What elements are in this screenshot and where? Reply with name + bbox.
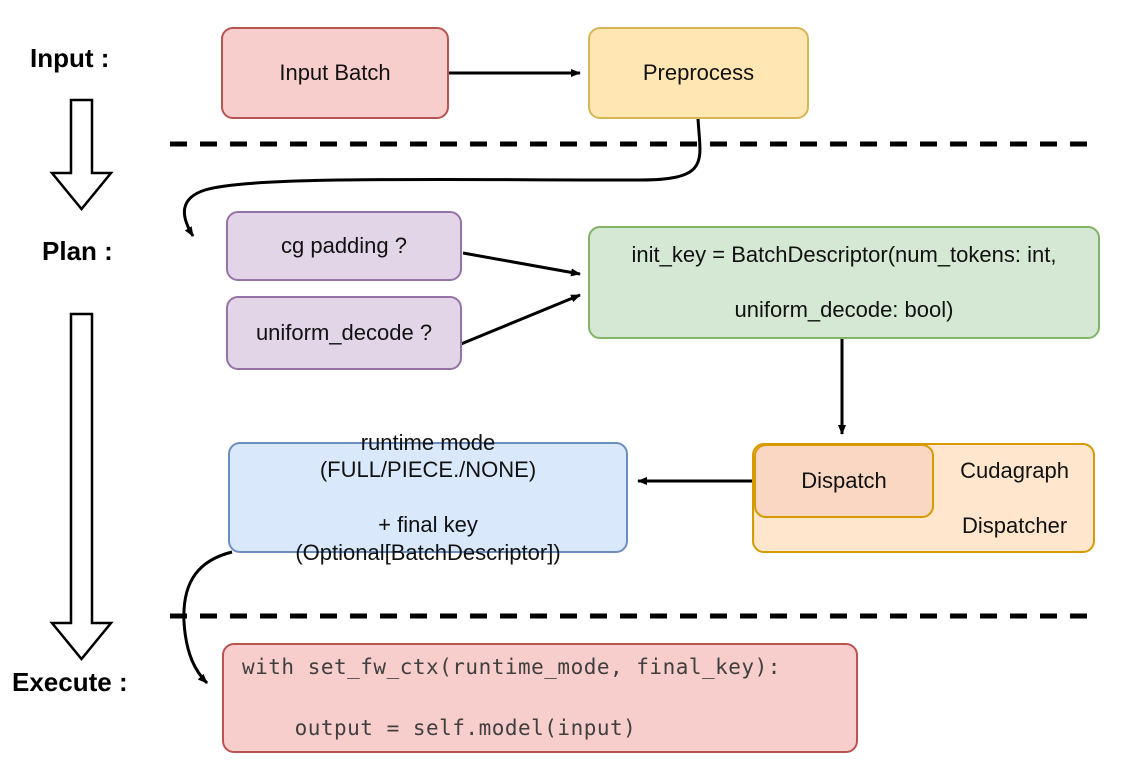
node-cudagraph-dispatcher-line1: Cudagraph: [960, 457, 1069, 483]
node-dispatch-label: Dispatch: [801, 468, 887, 494]
stage-label-plan: Plan :: [42, 236, 113, 266]
stage-label-input: Input :: [30, 43, 110, 73]
node-uniform-decode-label: uniform_decode ?: [255, 320, 433, 346]
node-init-key-line1: init_key = BatchDescriptor(num_tokens: i…: [631, 242, 1057, 268]
node-init-key-line2: uniform_decode: bool): [734, 297, 954, 323]
arrow-cg-padding-to-init-key: [462, 251, 581, 277]
node-cg-padding[interactable]: cg padding ?: [226, 211, 462, 281]
node-input-batch[interactable]: Input Batch: [221, 27, 449, 119]
node-dispatch[interactable]: Dispatch: [754, 444, 934, 518]
node-runtime-mode[interactable]: runtime mode (FULL/PIECE./NONE) + final …: [228, 430, 628, 565]
plan-to-execute-block-arrow: [49, 312, 114, 661]
node-runtime-mode-line1: runtime mode (FULL/PIECE./NONE): [319, 429, 537, 483]
node-execute-code[interactable]: with set_fw_ctx(runtime_mode, final_key)…: [222, 643, 858, 753]
node-cudagraph-dispatcher-line2: Dispatcher: [961, 512, 1068, 538]
node-preprocess-label: Preprocess: [642, 60, 755, 86]
node-runtime-mode-text: runtime mode (FULL/PIECE./NONE) + final …: [230, 429, 626, 567]
node-init-key-text: init_key = BatchDescriptor(num_tokens: i…: [612, 241, 1077, 324]
node-uniform-decode[interactable]: uniform_decode ?: [226, 296, 462, 370]
node-preprocess[interactable]: Preprocess: [588, 27, 809, 119]
node-runtime-mode-line2: + final key (Optional[BatchDescriptor]): [295, 512, 561, 565]
node-init-key[interactable]: init_key = BatchDescriptor(num_tokens: i…: [588, 226, 1100, 339]
input-to-plan-block-arrow: [49, 98, 114, 211]
node-execute-code-line1: with set_fw_ctx(runtime_mode, final_key)…: [242, 655, 781, 680]
node-input-batch-label: Input Batch: [279, 60, 391, 86]
node-execute-code-line2: output = self.model(input): [242, 716, 637, 741]
node-cudagraph-dispatcher-text: Cudagraph Dispatcher: [940, 457, 1093, 540]
node-execute-code-text: with set_fw_ctx(runtime_mode, final_key)…: [224, 652, 791, 743]
stage-label-execute: Execute :: [12, 667, 128, 697]
arrow-uniform-decode-to-init-key: [460, 293, 581, 346]
node-cg-padding-label: cg padding ?: [281, 233, 407, 259]
